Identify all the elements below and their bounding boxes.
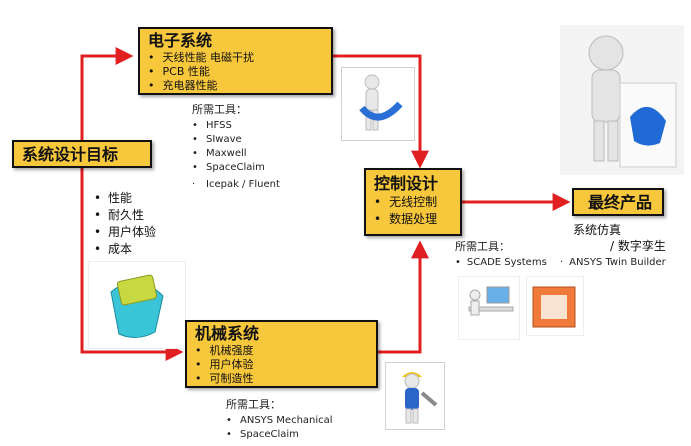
- final-product-box: 最终产品: [572, 188, 664, 216]
- engineer-holding-device-image: [341, 67, 415, 141]
- machine-image: [526, 276, 584, 336]
- tool-item: SpaceClaim: [192, 161, 280, 175]
- electronic-tools: 所需工具： HFSS SIwave Maxwell SpaceClaim Ice…: [192, 103, 280, 192]
- tool-item: HFSS: [192, 119, 280, 133]
- list-item: PCB 性能: [148, 65, 331, 79]
- list-item: 天线性能 电磁干扰: [148, 51, 331, 65]
- wristband-icon: [110, 274, 164, 338]
- arrow-electronic-to-control: [333, 54, 429, 169]
- tool-item: Maxwell: [192, 147, 280, 161]
- arrow-goal-to-mechanical: [80, 168, 184, 361]
- tool-item: ANSYS Twin Builder: [569, 257, 666, 268]
- control-design-items: 无线控制 数据处理: [366, 194, 460, 228]
- list-item: 性能: [94, 190, 156, 207]
- electronic-system-title: 电子系统: [148, 31, 213, 50]
- arrow-goal-to-electronic: [80, 47, 134, 140]
- tools-header: 所需工具：: [226, 398, 281, 411]
- control-design-title: 控制设计: [374, 174, 439, 193]
- machine-icon: [532, 286, 576, 328]
- figure-with-wristband-image: [560, 25, 684, 175]
- tool-item: SIwave: [192, 133, 280, 147]
- list-item: 数据处理: [374, 211, 460, 228]
- tool-item: Icepak / Fluent: [192, 178, 280, 192]
- tools-header: 所需工具：: [192, 103, 247, 116]
- tool-item: ANSYS Mechanical: [226, 414, 333, 428]
- mechanical-system-title: 机械系统: [195, 324, 260, 343]
- list-item: 耐久性: [94, 207, 156, 224]
- control-tools: 所需工具： •SCADE Systems ·ANSYS Twin Builder: [455, 240, 666, 270]
- wristband-device-image: [88, 261, 186, 349]
- tools-header: 所需工具：: [455, 240, 510, 253]
- electronic-system-items: 天线性能 电磁干扰 PCB 性能 充电器性能: [140, 51, 331, 93]
- tool-item: SCADE Systems: [466, 257, 547, 268]
- list-item: 机械强度: [195, 344, 376, 358]
- final-product-title: 最终产品: [588, 193, 653, 212]
- system-simulation-label: 系统仿真: [573, 223, 622, 237]
- system-goal-items: 性能 耐久性 用户体验 成本: [94, 190, 156, 258]
- list-item: 成本: [94, 241, 156, 258]
- mechanical-tools: 所需工具： ANSYS Mechanical SpaceClaim: [226, 398, 333, 442]
- digital-twin-label: / 数字孪生: [610, 239, 666, 253]
- list-item: 可制造性: [195, 372, 376, 386]
- control-design-box: 控制设计 无线控制 数据处理: [364, 168, 462, 236]
- system-goal-title: 系统设计目标: [22, 145, 119, 164]
- control-tools-row: •SCADE Systems ·ANSYS Twin Builder: [455, 257, 666, 268]
- system-goal-box: 系统设计目标: [12, 140, 152, 168]
- arrow-mechanical-to-control: [378, 240, 429, 354]
- list-item: 用户体验: [94, 224, 156, 241]
- worker-figure-icon: [402, 372, 438, 424]
- electronic-system-box: 电子系统 天线性能 电磁干扰 PCB 性能 充电器性能: [138, 27, 333, 95]
- tool-item: SpaceClaim: [226, 428, 333, 442]
- figure-icon: [588, 35, 677, 168]
- list-item: 充电器性能: [148, 79, 331, 93]
- list-item: 用户体验: [195, 358, 376, 372]
- engineer-figure-icon: [359, 74, 403, 131]
- list-item: 无线控制: [374, 194, 460, 211]
- workstation-image: [458, 276, 520, 340]
- worker-with-wrench-image: [385, 362, 445, 430]
- desk-user-icon: [468, 286, 514, 316]
- mechanical-system-items: 机械强度 用户体验 可制造性: [187, 344, 376, 386]
- mechanical-system-box: 机械系统 机械强度 用户体验 可制造性: [185, 320, 378, 388]
